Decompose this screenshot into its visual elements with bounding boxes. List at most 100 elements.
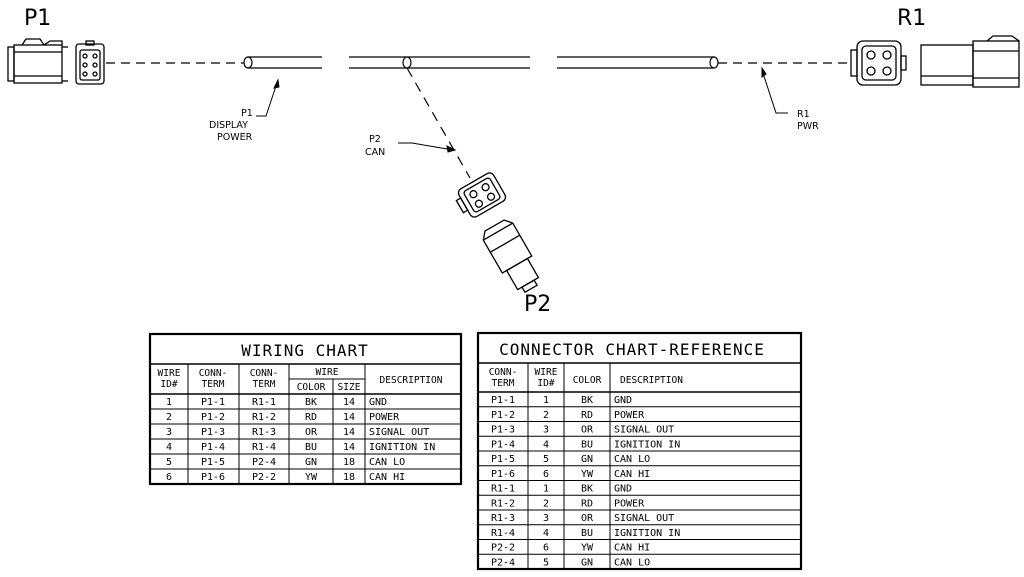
wc-cell-description: GND [369, 397, 387, 408]
wc-cell-conn-term-b: P2-4 [252, 457, 276, 468]
wc-cell-conn-term-a: P1-6 [201, 472, 225, 483]
connector-label-r1: R1 [897, 6, 926, 31]
wc-cell-size: 18 [343, 472, 355, 483]
cc-cell-color: BK [581, 395, 593, 406]
wc-cell-color: YW [305, 472, 318, 483]
callout-r1: R1 PWR [797, 109, 819, 132]
cc-header-wire-id-1: WIRE [535, 367, 558, 378]
wiring-chart-title: WIRING CHART [241, 341, 369, 360]
cc-cell-color: RD [581, 410, 593, 421]
cc-cell-wire-id: 3 [543, 513, 549, 524]
wc-cell-conn-term-b: R1-3 [252, 427, 276, 438]
cc-cell-color: RD [581, 498, 593, 509]
callout-p1-line-2: DISPLAY [209, 120, 248, 131]
wc-cell-wire-id: 4 [166, 442, 172, 453]
wc-cell-size: 18 [343, 457, 355, 468]
wc-header-size: SIZE [338, 382, 361, 393]
p2-plug-icon [482, 219, 540, 294]
cc-cell-color: BK [581, 484, 593, 495]
callout-p2-line-2: CAN [365, 147, 385, 158]
cc-cell-description: GND [614, 484, 632, 495]
wc-header-color: COLOR [297, 382, 326, 393]
cc-cell-conn-term: P1-2 [491, 410, 515, 421]
cc-cell-conn-term: P1-4 [491, 439, 515, 450]
cc-cell-description: SIGNAL OUT [614, 425, 674, 436]
wc-cell-wire-id: 3 [166, 427, 172, 438]
wc-cell-conn-term-a: P1-2 [201, 412, 225, 423]
cc-cell-conn-term: P1-3 [491, 425, 515, 436]
cc-cell-wire-id: 6 [543, 543, 549, 554]
cc-header-wire-id-2: ID# [537, 378, 554, 389]
p1-receptacle-icon [75, 40, 105, 85]
cc-cell-wire-id: 5 [543, 454, 549, 465]
wc-cell-size: 14 [343, 397, 355, 408]
wc-cell-color: BK [305, 397, 317, 408]
wc-cell-conn-term-b: R1-1 [252, 397, 276, 408]
cc-cell-description: CAN HI [614, 469, 650, 480]
cc-cell-conn-term: R1-1 [491, 484, 515, 495]
cc-cell-color: BU [581, 439, 593, 450]
wc-cell-wire-id: 1 [166, 397, 172, 408]
cc-cell-color: OR [581, 513, 594, 524]
cc-cell-wire-id: 4 [543, 528, 549, 539]
cc-cell-description: SIGNAL OUT [614, 513, 674, 524]
wc-header-conn-a-1: CONN- [199, 368, 228, 379]
wc-cell-description: POWER [369, 412, 400, 423]
connector-chart-title: CONNECTOR CHART-REFERENCE [499, 340, 765, 359]
leader-lines [256, 66, 788, 153]
wc-header-conn-b-1: CONN- [250, 368, 279, 379]
wc-cell-size: 14 [343, 442, 355, 453]
wc-cell-color: GN [305, 457, 317, 468]
wc-header-wire: WIRE [316, 367, 339, 378]
connector-label-p2: P2 [524, 292, 551, 317]
cc-cell-conn-term: P1-1 [491, 395, 515, 406]
cc-cell-description: IGNITION IN [614, 528, 680, 539]
callout-p2-line-1: P2 [369, 134, 381, 145]
wc-cell-conn-term-a: P1-4 [201, 442, 225, 453]
wc-cell-size: 14 [343, 412, 355, 423]
cc-cell-color: YW [581, 543, 594, 554]
wc-cell-description: IGNITION IN [369, 442, 435, 453]
cc-cell-color: GN [581, 454, 593, 465]
cc-cell-conn-term: P1-5 [491, 454, 515, 465]
wc-cell-description: CAN HI [369, 472, 405, 483]
callout-r1-line-1: R1 [797, 109, 810, 120]
wc-cell-conn-term-b: R1-4 [252, 442, 276, 453]
wc-cell-conn-term-a: P1-5 [201, 457, 225, 468]
p2-receptacle-icon [455, 172, 507, 218]
wiring-chart-row: 1 P1-1 R1-1 BK 14 GND [166, 397, 387, 408]
p1-plug-icon [7, 38, 68, 84]
wiring-chart: WIRING CHART WIRE ID# CONN- TERM CONN- T… [148, 332, 463, 486]
callout-p1-line-3: POWER [217, 132, 253, 143]
r1-plug-icon [920, 35, 1020, 88]
cc-header-description: DESCRIPTION [620, 375, 683, 386]
cc-cell-wire-id: 6 [543, 469, 549, 480]
wc-header-wire-id-1: WIRE [158, 368, 181, 379]
r1-receptacle-icon [850, 40, 907, 86]
cc-header-conn-term-2: TERM [492, 378, 515, 389]
cc-cell-wire-id: 1 [543, 395, 549, 406]
wc-cell-conn-term-a: P1-1 [201, 397, 225, 408]
cc-cell-conn-term: P2-2 [491, 543, 515, 554]
wc-cell-conn-term-a: P1-3 [201, 427, 225, 438]
cc-cell-wire-id: 2 [543, 410, 549, 421]
cc-cell-conn-term: P1-6 [491, 469, 515, 480]
wc-cell-wire-id: 2 [166, 412, 172, 423]
callout-r1-line-2: PWR [797, 121, 819, 132]
wc-header-wire-id-2: ID# [160, 379, 177, 390]
wc-cell-conn-term-b: R1-2 [252, 412, 276, 423]
cc-header-conn-term-1: CONN- [489, 367, 518, 378]
